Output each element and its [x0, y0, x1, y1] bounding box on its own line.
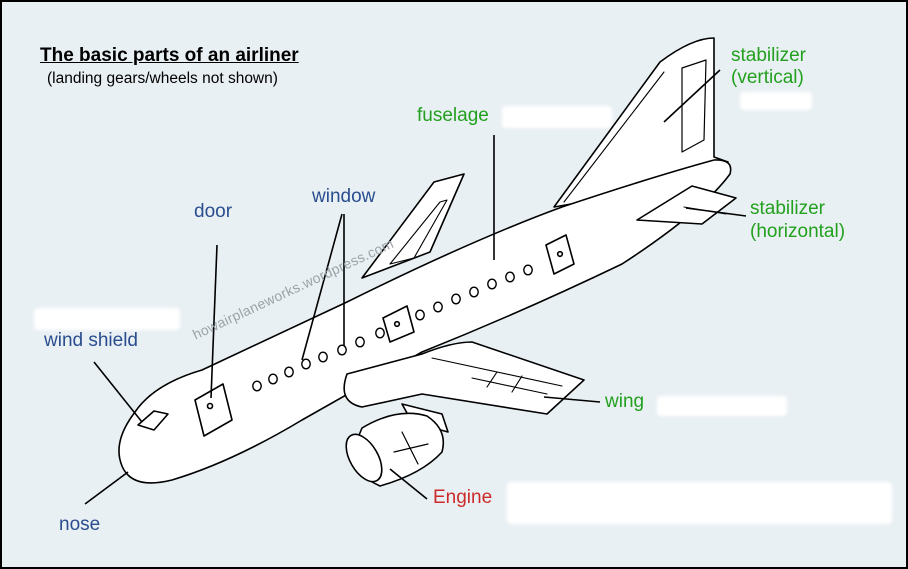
leader-line-engine — [389, 468, 428, 500]
near-wing-flap — [486, 371, 498, 388]
far-wing — [361, 173, 465, 279]
windshield-shape — [137, 410, 169, 431]
window — [523, 264, 533, 276]
leader-line-wing — [543, 396, 601, 403]
door-front — [194, 383, 233, 437]
near-wing-flap — [471, 377, 548, 395]
label-wind-shield: wind shield — [44, 330, 138, 351]
leader-line-nose — [84, 471, 129, 505]
label-stabilizer-horizontal-line2: (horizontal) — [750, 221, 846, 242]
window — [375, 327, 385, 339]
leader-lines — [84, 69, 747, 505]
label-engine: Engine — [433, 487, 493, 508]
vertical-stabilizer-panel — [681, 59, 707, 153]
far-wing-panel — [389, 199, 448, 265]
window — [268, 373, 278, 385]
near-wing-flap — [511, 375, 523, 393]
smudge — [34, 308, 180, 330]
window — [505, 271, 515, 283]
leader-line-vertical-stabilizer — [663, 69, 721, 123]
vertical-stabilizer-rib — [563, 71, 665, 203]
label-window: window — [312, 186, 376, 207]
window — [252, 380, 262, 392]
window — [337, 344, 347, 356]
door-front-handle — [206, 402, 214, 410]
engine-intake — [345, 433, 383, 483]
smudge — [502, 106, 612, 128]
window — [318, 351, 328, 363]
door-mid-handle — [393, 320, 401, 328]
leader-line-door — [210, 244, 218, 399]
engine-fan-cross — [393, 431, 429, 465]
window — [433, 301, 443, 313]
label-stabilizer-horizontal-line1: stabilizer — [750, 198, 825, 219]
window-row — [252, 264, 533, 392]
smudge — [507, 482, 892, 524]
smudge — [657, 396, 787, 416]
diagram-title: The basic parts of an airliner — [40, 45, 299, 66]
window — [415, 309, 425, 321]
door-rear-handle — [556, 250, 564, 258]
window — [487, 278, 497, 290]
label-fuselage: fuselage — [417, 105, 489, 126]
label-nose: nose — [59, 514, 101, 535]
leader-line-window-a — [301, 213, 343, 361]
label-stabilizer-vertical-line2: (vertical) — [731, 67, 804, 88]
window — [301, 358, 311, 370]
label-door: door — [194, 201, 233, 222]
smudge — [740, 92, 812, 110]
diagram-subtitle: (landing gears/wheels not shown) — [47, 70, 278, 87]
leader-line-windshield — [93, 361, 143, 423]
window — [469, 286, 479, 298]
label-stabilizer-vertical-line1: stabilizer — [731, 45, 806, 66]
leader-line-horizontal-stabilizer — [685, 207, 747, 217]
window — [451, 293, 461, 305]
window — [284, 366, 294, 378]
window — [355, 336, 365, 348]
horizontal-stabilizer — [636, 185, 737, 225]
near-wing — [343, 341, 585, 415]
label-wing: wing — [605, 391, 645, 412]
